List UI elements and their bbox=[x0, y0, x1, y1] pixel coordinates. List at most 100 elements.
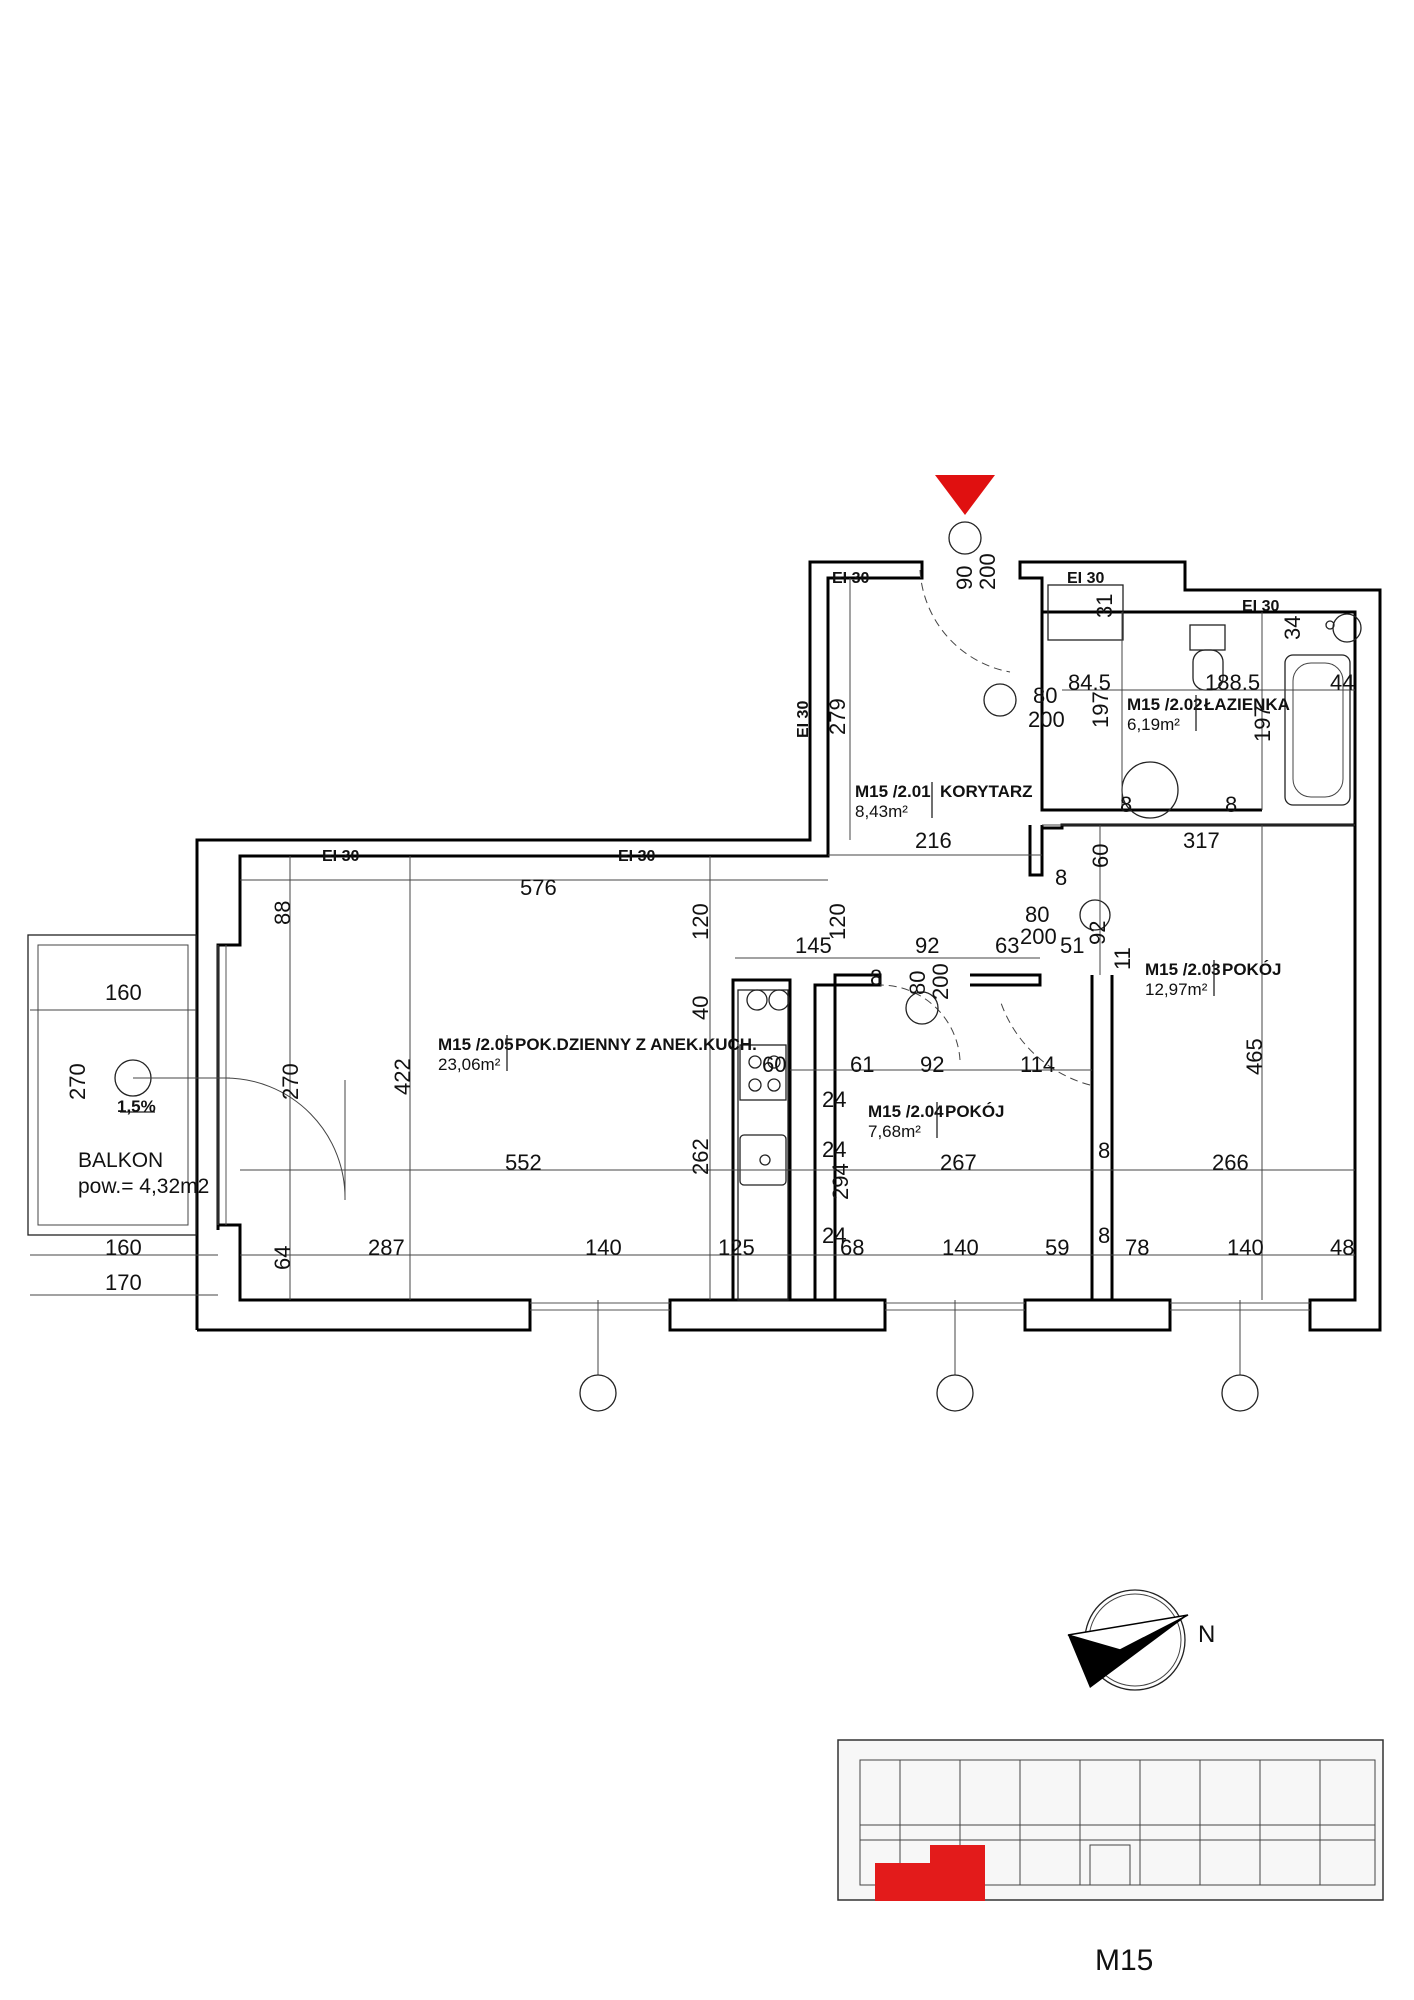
dim-label: 24 bbox=[822, 1087, 846, 1112]
dim-label: 24 bbox=[822, 1223, 846, 1248]
grid-axes bbox=[579, 1300, 1259, 1412]
dim-label: 114 bbox=[1020, 1052, 1055, 1077]
dim-label: 68 bbox=[840, 1235, 864, 1260]
svg-text:7,68m²: 7,68m² bbox=[868, 1122, 921, 1141]
entrance-circle-icon bbox=[948, 521, 982, 555]
dim-label: 188.5 bbox=[1205, 670, 1260, 695]
dim-label: 8 bbox=[870, 965, 882, 990]
dim-label: 270 bbox=[278, 1063, 303, 1100]
dim-label: 145 bbox=[795, 933, 832, 958]
dim-label: 8 bbox=[1098, 1223, 1110, 1248]
dim-label: 60 bbox=[1088, 844, 1113, 868]
room-label-203: M15 /2.03 POKÓJ 12,97m² bbox=[1145, 960, 1282, 999]
north-compass-icon bbox=[1067, 1589, 1189, 1691]
key-plan-label: M15 bbox=[1095, 1944, 1153, 1977]
room-label-201: M15 /2.01 KORYTARZ 8,43m² bbox=[855, 782, 1033, 821]
key-plan bbox=[837, 1739, 1384, 1901]
dim-label: 317 bbox=[1183, 828, 1220, 853]
dim-label: 197 bbox=[1250, 705, 1275, 742]
dim-label: 8 bbox=[1120, 792, 1132, 817]
svg-text:KORYTARZ: KORYTARZ bbox=[940, 782, 1033, 801]
dim-label: 24 bbox=[822, 1137, 846, 1162]
bathroom-door-width: 80 bbox=[1033, 683, 1057, 708]
dim-label: 197 bbox=[1088, 691, 1113, 728]
dim-label: 92 bbox=[915, 933, 939, 958]
dim-label: 34 bbox=[1280, 616, 1305, 640]
dim-label: 140 bbox=[1227, 1235, 1264, 1260]
dim-label: 8 bbox=[1098, 1138, 1110, 1163]
svg-text:23,06m²: 23,06m² bbox=[438, 1055, 501, 1074]
fire-rating-label: EI 30 bbox=[618, 848, 655, 865]
dim-label: 125 bbox=[718, 1235, 755, 1260]
kitchen-fixtures bbox=[737, 989, 790, 1301]
svg-text:8,43m²: 8,43m² bbox=[855, 802, 908, 821]
dim-label: 216 bbox=[915, 828, 952, 853]
balcony-label: BALKON bbox=[78, 1149, 163, 1172]
dim-label: 63 bbox=[995, 933, 1019, 958]
dim-label: 120 bbox=[688, 903, 713, 940]
dim-label: 422 bbox=[390, 1058, 415, 1095]
dim-label: 8 bbox=[1055, 865, 1067, 890]
dim-label: 120 bbox=[825, 903, 850, 940]
svg-text:M15 /2.02: M15 /2.02 bbox=[1127, 695, 1203, 714]
dim-label: 11 bbox=[1110, 947, 1135, 970]
entrance-marker-icon bbox=[935, 475, 995, 515]
entrance-door-width: 90 bbox=[952, 566, 977, 590]
entrance-door-height: 200 bbox=[975, 553, 1000, 590]
walls bbox=[195, 560, 1382, 1332]
room-marker-icon bbox=[983, 683, 1017, 717]
dim-label: 160 bbox=[105, 1235, 142, 1260]
room204-door-width: 80 bbox=[905, 971, 930, 995]
svg-text:6,19m²: 6,19m² bbox=[1127, 715, 1180, 734]
dim-label: 465 bbox=[1242, 1038, 1267, 1075]
dim-label: 48 bbox=[1330, 1235, 1354, 1260]
dim-label: 40 bbox=[688, 996, 713, 1020]
fire-rating-label: EI 30 bbox=[322, 848, 359, 865]
dim-label: 576 bbox=[520, 875, 557, 900]
svg-text:M15 /2.04: M15 /2.04 bbox=[868, 1102, 944, 1121]
dim-label: 44 bbox=[1330, 670, 1354, 695]
dim-label: 266 bbox=[1212, 1150, 1249, 1175]
fire-rating-label: EI 30 bbox=[1242, 598, 1279, 615]
balcony-area: pow.= 4,32m2 bbox=[78, 1175, 209, 1198]
dim-label: 270 bbox=[65, 1063, 90, 1100]
room-label-204: M15 /2.04 POKÓJ 7,68m² bbox=[868, 1102, 1005, 1141]
key-plan-highlight bbox=[875, 1863, 985, 1901]
balcony bbox=[27, 934, 230, 1236]
room203-door-height: 200 bbox=[1020, 924, 1057, 949]
dim-label: 170 bbox=[105, 1270, 142, 1295]
bathroom-fixtures bbox=[1047, 584, 1362, 819]
dim-label: 51 bbox=[1060, 933, 1084, 958]
dim-label: 287 bbox=[368, 1235, 405, 1260]
dim-label: 262 bbox=[688, 1138, 713, 1175]
svg-text:POK.DZIENNY Z ANEK.KUCH.: POK.DZIENNY Z ANEK.KUCH. bbox=[515, 1035, 757, 1054]
dim-label: 92 bbox=[920, 1052, 944, 1077]
dim-label: 59 bbox=[1045, 1235, 1069, 1260]
dim-label: 92 bbox=[1085, 921, 1110, 945]
balcony-slope: 1,5% bbox=[117, 1097, 156, 1116]
dim-label: 84.5 bbox=[1068, 670, 1111, 695]
door-swings bbox=[224, 569, 1091, 1201]
dim-label: 31 bbox=[1092, 594, 1117, 618]
dim-label: 64 bbox=[270, 1246, 295, 1270]
dim-label: 294 bbox=[828, 1163, 853, 1200]
fire-rating-label: EI 30 bbox=[1067, 570, 1104, 587]
dim-label: 140 bbox=[585, 1235, 622, 1260]
dim-label: 279 bbox=[825, 698, 850, 735]
dim-label: 88 bbox=[270, 901, 295, 925]
dim-label: 267 bbox=[940, 1150, 977, 1175]
room204-door-height: 200 bbox=[928, 963, 953, 1000]
svg-text:M15 /2.05: M15 /2.05 bbox=[438, 1035, 514, 1054]
svg-text:POKÓJ: POKÓJ bbox=[945, 1102, 1005, 1121]
dim-label: 61 bbox=[850, 1052, 874, 1077]
dimension-lines bbox=[30, 578, 1355, 1300]
svg-text:M15 /2.03: M15 /2.03 bbox=[1145, 960, 1221, 979]
fire-rating-label: EI 30 bbox=[832, 570, 869, 587]
fire-rating-label: EI 30 bbox=[795, 701, 812, 738]
room-label-205: M15 /2.05 POK.DZIENNY Z ANEK.KUCH. 23,06… bbox=[438, 1035, 757, 1074]
dim-label: 60 bbox=[762, 1052, 786, 1077]
dim-label: 552 bbox=[505, 1150, 542, 1175]
room-marker-icon bbox=[905, 991, 939, 1025]
svg-text:POKÓJ: POKÓJ bbox=[1222, 960, 1282, 979]
